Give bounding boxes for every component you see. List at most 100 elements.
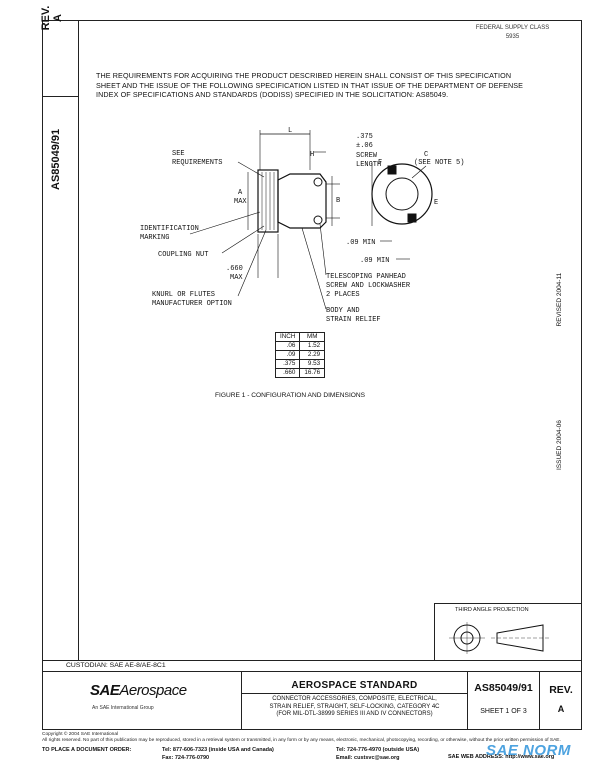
copyright-line: Copyright © 2004 SAE International: [42, 732, 119, 737]
end-view-inner: [385, 177, 419, 211]
rights-line: All rights reserved. No part of this pub…: [42, 738, 561, 743]
standard-title-cell: AEROSPACE STANDARD CONNECTOR ACCESSORIES…: [242, 672, 468, 730]
table-row: .660 16.76: [274, 368, 326, 378]
table-row: .375 9.53: [274, 359, 326, 369]
projection-box: THIRD ANGLE PROJECTION: [434, 603, 582, 660]
rev-value: A: [557, 704, 565, 714]
leader-body: [301, 227, 327, 310]
table-row: .06 1.52: [274, 341, 326, 351]
web-address: SAE WEB ADDRESS: http://www.sae.org: [448, 754, 554, 762]
footer-copyright: Copyright © 2004 SAE International All r…: [42, 732, 582, 744]
label-E: E: [434, 199, 438, 207]
leader-telescoping: [319, 223, 327, 276]
order-phone-block: Tel: 877-606-7323 (inside USA and Canada…: [162, 747, 274, 762]
end-view-outer: [371, 163, 433, 225]
title-line: CONNECTOR ACCESSORIES, COMPOSITE, ELECTR…: [272, 696, 437, 702]
web-label: SAE WEB ADDRESS:: [448, 754, 504, 760]
end-view-lug: [387, 165, 397, 175]
label-length: LENGTH: [356, 161, 381, 169]
third-angle-projection-icon: [449, 622, 549, 654]
fed-class-label: FEDERAL SUPPLY CLASS: [475, 25, 550, 31]
label-C: C: [424, 151, 428, 159]
tel-inside-usa: Tel: 877-606-7323 (inside USA and Canada…: [162, 747, 274, 753]
rev-label: REV.: [549, 684, 573, 696]
header-inch: INCH: [274, 332, 301, 342]
sheet-number: SHEET 1 OF 3: [480, 708, 527, 715]
label-see: SEE: [172, 150, 185, 158]
document-title: CONNECTOR ACCESSORIES, COMPOSITE, ELECTR…: [242, 696, 467, 719]
label-strain-relief: STRAIN RELIEF: [326, 316, 381, 324]
logo-subtitle: An SAE International Group: [92, 705, 154, 711]
leader-ident: [189, 211, 261, 235]
end-view-lug: [407, 213, 417, 223]
cell-mm: 2.29: [299, 350, 326, 360]
label-body: BODY AND: [326, 307, 360, 315]
label-F: F: [378, 159, 382, 167]
label-manufacturer-option: MANUFACTURER OPTION: [152, 300, 232, 308]
label-09min-a: .09 MIN: [346, 239, 375, 247]
title-line: (FOR MIL-DTL-38999 SERIES III AND IV CON…: [276, 711, 433, 717]
conversion-table: INCH MM .06 1.52 .09 2.29 .375 9.53 .660…: [274, 332, 326, 378]
order-label: TO PLACE A DOCUMENT ORDER:: [42, 747, 132, 753]
label-2-places: 2 PLACES: [326, 291, 360, 299]
custodian-text: CUSTODIAN: SAE AE-8/AE-8C1: [66, 662, 166, 669]
logo-cell: SAEAerospace An SAE International Group: [42, 672, 242, 730]
sae-logo: SAEAerospace: [90, 682, 187, 699]
label-09min-b: .09 MIN: [360, 257, 389, 265]
figure-caption: FIGURE 1 - CONFIGURATION AND DIMENSIONS: [215, 392, 366, 399]
tel-outside-usa: Tel: 724-776-4970 (outside USA): [336, 747, 420, 753]
logo-sae: SAE: [90, 682, 120, 699]
label-660-max: MAX: [230, 274, 243, 282]
federal-supply-class: FEDERAL SUPPLY CLASS 5935: [447, 24, 578, 52]
label-screw: SCREW: [356, 152, 378, 160]
order-contact-block: Tel: 724-776-4970 (outside USA) Email: c…: [336, 747, 419, 762]
projection-label: THIRD ANGLE PROJECTION: [455, 607, 529, 613]
leader-coupling: [221, 225, 265, 254]
cell-mm: 1.52: [299, 341, 326, 351]
label-screw-lockwasher: SCREW AND LOCKWASHER: [326, 282, 411, 290]
rev-value: A: [52, 14, 64, 22]
screw-head-bottom: [313, 215, 323, 225]
label-A: A: [238, 189, 243, 197]
label-660: .660: [226, 265, 243, 273]
table-row: .09 2.29: [274, 350, 326, 360]
email: Email: custsvc@sae.org: [336, 754, 400, 761]
label-pm06: ±.06: [356, 142, 373, 150]
revised-date: REVISED 2004-11: [556, 272, 563, 327]
label-marking: MARKING: [140, 234, 169, 242]
cell-inch: .660: [274, 368, 301, 378]
aerospace-standard-heading: AEROSPACE STANDARD: [291, 680, 418, 691]
left-column: [42, 20, 79, 660]
watermark: SAE NORM: [486, 742, 571, 759]
cell-inch: .375: [274, 359, 301, 369]
connector-drawing: L .375 ±.06 SCREW LENGTH H SEE REQUIREME…: [140, 127, 464, 324]
doc-number-cell: AS85049/91 SHEET 1 OF 3: [468, 672, 540, 730]
rev-cell: REV. A: [540, 672, 582, 730]
rev-box: REV. A: [40, 6, 78, 97]
issue-dates: ISSUED 2004-06 REVISED 2004-11: [556, 180, 563, 470]
page-frame: [42, 20, 582, 730]
leader-knurl: [237, 229, 267, 297]
logo-aerospace: Aerospace: [119, 682, 187, 699]
cell-inch: .09: [274, 350, 301, 360]
screw-head-top: [313, 177, 323, 187]
issued-date: ISSUED 2004-06: [556, 420, 563, 470]
leader-C: [411, 165, 427, 179]
web-link[interactable]: http://www.sae.org: [505, 754, 555, 760]
cell-mm: 9.53: [299, 359, 326, 369]
label-375: .375: [356, 133, 373, 141]
title-block: SAEAerospace An SAE International Group …: [42, 672, 582, 730]
rev-label: REV.: [40, 5, 52, 31]
label-telescoping: TELESCOPING PANHEAD: [326, 273, 406, 281]
rev-vertical: REV. A: [40, 0, 64, 56]
body-shape: [277, 173, 327, 229]
label-identification: IDENTIFICATION: [140, 225, 199, 233]
fax: Fax: 724-776-0790: [162, 754, 210, 761]
label-requirements: REQUIREMENTS: [172, 159, 222, 167]
leader-see-req: [237, 161, 265, 178]
cell-inch: .06: [274, 341, 301, 351]
label-knurl: KNURL OR FLUTES: [152, 291, 215, 299]
title-line: STRAIN RELIEF, STRAIGHT, SELF-LOCKING, C…: [269, 703, 440, 710]
fed-class-number: 5935: [505, 34, 520, 40]
doc-number: AS85049/91: [474, 682, 533, 694]
